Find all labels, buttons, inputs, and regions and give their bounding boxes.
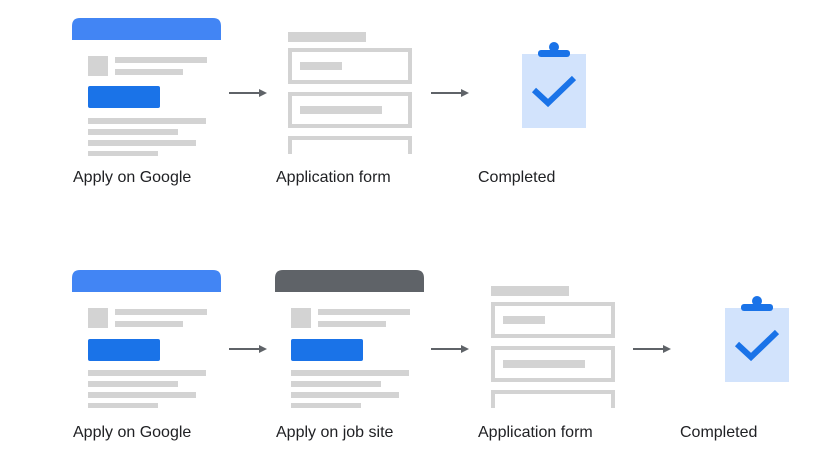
step-label-application-form: Application form bbox=[478, 424, 593, 441]
arrow-icon bbox=[431, 345, 469, 353]
step-label-apply-on-job-site: Apply on job site bbox=[276, 424, 394, 441]
step-label-apply-on-google: Apply on Google bbox=[73, 169, 192, 186]
page-header-bar bbox=[72, 270, 221, 292]
page-header-bar bbox=[72, 18, 221, 40]
job-site-listing-illustration bbox=[275, 270, 424, 408]
thumbnail-placeholder bbox=[88, 56, 108, 76]
clipboard-check-icon bbox=[725, 296, 789, 382]
clipboard-check-icon bbox=[522, 42, 586, 128]
arrow-icon bbox=[633, 345, 671, 353]
step-label-application-form: Application form bbox=[276, 169, 391, 186]
google-listing-illustration bbox=[72, 18, 221, 156]
arrow-icon bbox=[229, 345, 267, 353]
step-label-apply-on-google: Apply on Google bbox=[73, 424, 192, 441]
arrow-icon bbox=[431, 89, 469, 97]
step-label-completed: Completed bbox=[680, 424, 758, 441]
application-form-illustration bbox=[491, 286, 615, 408]
page-header-bar bbox=[275, 270, 424, 292]
arrow-icon bbox=[229, 89, 267, 97]
google-listing-illustration bbox=[72, 270, 221, 408]
application-form-illustration bbox=[288, 32, 412, 154]
apply-button-shape bbox=[88, 86, 160, 108]
step-label-completed: Completed bbox=[478, 169, 556, 186]
